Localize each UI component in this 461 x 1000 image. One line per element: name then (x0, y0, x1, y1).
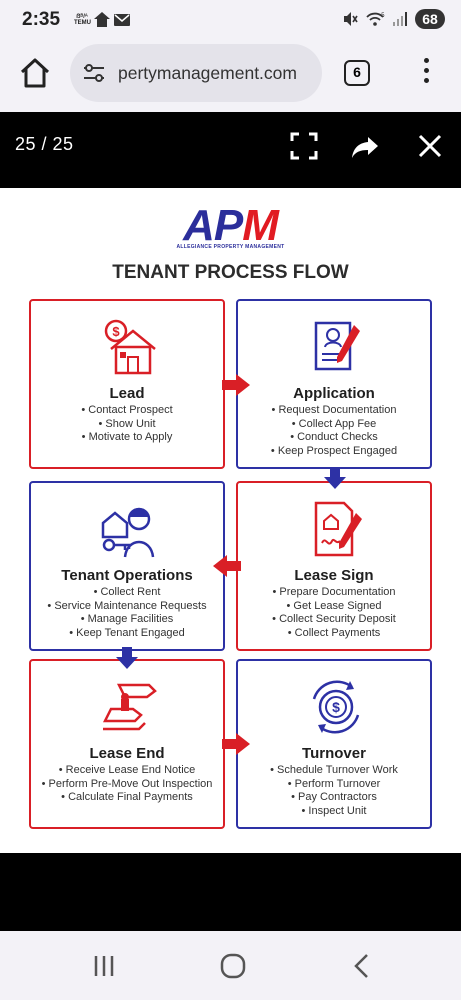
step-bullets: • Contact Prospect • Show Unit • Motivat… (31, 404, 223, 445)
bullet-item: • Service Maintenance Requests (47, 599, 207, 612)
bullet-item: • Pay Contractors (291, 791, 377, 803)
step-title: Turnover (302, 745, 366, 762)
share-icon[interactable] (350, 131, 380, 161)
page-counter: 25 / 25 (15, 134, 74, 154)
step-title: Tenant Operations (61, 567, 193, 584)
recent-apps-icon[interactable] (89, 951, 119, 981)
arrow-down-icon (116, 647, 138, 669)
bullet-item: • Get Lease Signed (286, 599, 382, 612)
home-nav-icon[interactable] (218, 951, 248, 981)
bullet-item: • Receive Lease End Notice (58, 764, 196, 776)
bullet-item: • Keep Tenant Engaged (69, 626, 185, 639)
status-time: 2:35 (22, 9, 61, 30)
application-form-icon (314, 321, 360, 371)
bullet-item: • Collect Rent (93, 586, 161, 598)
step-card-lease-sign: Lease Sign • Prepare Documentation • Get… (236, 481, 432, 651)
step-bullets: • Request Documentation • Collect App Fe… (238, 404, 430, 458)
infographic-title: TENANT PROCESS FLOW (112, 262, 349, 283)
viewer-bottom-area (0, 853, 461, 931)
mail-notification-icon (114, 13, 130, 26)
step-bullets: • Collect Rent • Service Maintenance Req… (31, 586, 223, 640)
step-bullets: • Schedule Turnover Work • Perform Turno… (238, 764, 430, 818)
battery-indicator: 68 (415, 9, 445, 29)
arrow-right-icon (222, 733, 250, 755)
step-card-lease-end: Lease End • Receive Lease End Notice • P… (29, 659, 225, 829)
house-dollar-icon: $ (104, 319, 156, 375)
svg-text:$: $ (112, 324, 120, 339)
signal-icon (393, 12, 407, 26)
fullscreen-icon[interactable] (289, 131, 319, 161)
step-title: Lease End (89, 745, 165, 762)
bullet-item: • Perform Turnover (287, 777, 381, 790)
url-text[interactable]: pertymanagement.com (118, 63, 297, 83)
bullet-item: • Collect Security Deposit (272, 613, 396, 625)
site-settings-icon[interactable] (82, 62, 106, 84)
system-navigation-bar (0, 931, 461, 1000)
notification-icons: ẞᴮ/ᴬ TEMU (74, 12, 130, 27)
bullet-item: • Manage Facilities (80, 613, 174, 625)
step-bullets: • Prepare Documentation • Get Lease Sign… (238, 586, 430, 640)
bullet-item: • Inspect Unit (301, 804, 367, 817)
step-card-application: Application • Request Documentation • Co… (236, 299, 432, 469)
bullet-item: • Prepare Documentation (272, 586, 396, 598)
bullet-item: • Show Unit (98, 417, 156, 430)
bullet-item: • Motivate to Apply (81, 431, 173, 443)
step-title: Lead (109, 385, 145, 402)
step-title: Lease Sign (294, 567, 374, 584)
browser-toolbar: pertymanagement.com 6 (0, 40, 461, 112)
temu-notification-icon: ẞᴮ/ᴬ TEMU (74, 13, 91, 26)
bullet-item: • Collect Payments (287, 626, 381, 639)
wifi-icon: 5 (366, 12, 385, 26)
arrow-right-icon (222, 374, 250, 396)
bullet-item: • Schedule Turnover Work (270, 764, 398, 776)
tab-switcher-button[interactable]: 6 (344, 60, 370, 86)
bullet-item: • Contact Prospect (81, 404, 173, 416)
close-icon[interactable] (415, 131, 445, 161)
home-notification-icon (94, 12, 110, 27)
svg-text:5: 5 (381, 12, 385, 19)
bullet-item: • Calculate Final Payments (61, 791, 193, 803)
address-bar[interactable]: pertymanagement.com (70, 44, 322, 102)
dollar-cycle-icon: $ (312, 680, 360, 734)
image-viewer-toolbar: 25 / 25 (0, 112, 461, 187)
step-card-turnover: $ Turnover • Schedule Turnover Work • Pe… (236, 659, 432, 829)
tenant-process-infographic: APM ALLEGIANCE PROPERTY MANAGEMENT TENAN… (0, 188, 461, 853)
svg-text:$: $ (332, 699, 340, 715)
status-bar: 2:35 ẞᴮ/ᴬ TEMU 5 68 (0, 0, 461, 40)
mute-icon (344, 12, 358, 26)
bullet-item: • Request Documentation (271, 404, 397, 416)
step-bullets: • Receive Lease End Notice • Perform Pre… (31, 764, 223, 805)
apm-logo: APM (183, 201, 279, 250)
step-card-lead: $ Lead • Contact Prospect • Show Unit • … (29, 299, 225, 469)
bullet-item: • Collect App Fee (291, 417, 377, 430)
step-title: Application (293, 385, 375, 402)
logo-subtitle: ALLEGIANCE PROPERTY MANAGEMENT (176, 244, 285, 250)
home-icon[interactable] (18, 56, 52, 90)
step-card-tenant-operations: Tenant Operations • Collect Rent • Servi… (29, 481, 225, 651)
bullet-item: • Conduct Checks (290, 431, 378, 443)
system-indicators: 5 68 (342, 9, 445, 29)
back-icon[interactable] (347, 951, 377, 981)
more-options-icon[interactable] (418, 58, 434, 88)
arrow-down-icon (324, 467, 346, 489)
key-handover-icon (102, 683, 157, 731)
bullet-item: • Perform Pre-Move Out Inspection (41, 777, 213, 790)
lease-contract-icon (314, 501, 362, 557)
bullet-item: • Keep Prospect Engaged (270, 444, 398, 457)
arrow-left-icon (213, 555, 241, 577)
tenant-key-icon (101, 507, 155, 558)
